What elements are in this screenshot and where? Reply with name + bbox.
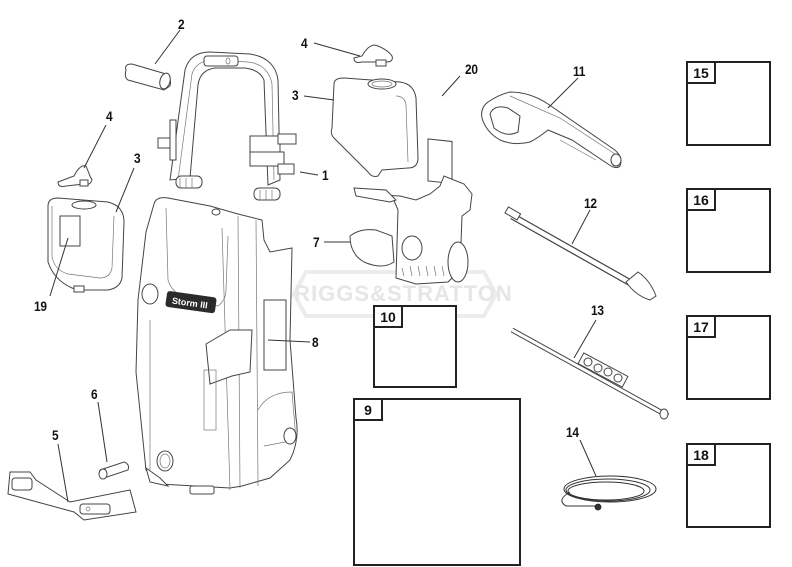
callout-4-left: 4 [106,108,113,124]
kit-label-17: 17 [686,315,716,338]
kit-box-16[interactable]: 16 [686,188,771,273]
kit-box-18[interactable]: 18 [686,443,771,528]
callout-13: 13 [591,302,604,318]
callout-20: 20 [465,61,478,77]
callout-11: 11 [573,63,586,79]
watermark-badge-outline [292,270,498,318]
brand-badge-text: Storm III [171,296,208,311]
part-tank-label[interactable] [59,215,81,247]
kit-box-15[interactable]: 15 [686,61,771,146]
kit-label-10: 10 [373,305,403,328]
leader-line-5 [57,443,69,503]
brand-badge [165,291,217,314]
callout-6: 6 [91,386,98,402]
part-high-pressure-hose[interactable] [561,475,657,511]
kit-box-9[interactable]: 9 [353,398,521,566]
part-handle[interactable] [157,51,297,201]
leader-line-14 [579,439,597,477]
part-gun-holder-bracket[interactable] [349,175,473,285]
callout-7: 7 [313,234,320,250]
leader-line-6 [97,401,108,463]
part-handle-grip[interactable] [124,63,172,91]
part-turbo-lance[interactable] [504,206,657,301]
leader-line-4-left [83,124,107,169]
leader-line-19 [49,237,69,297]
part-screw-anchor[interactable] [98,461,129,480]
leader-line-1 [299,171,319,176]
watermark: BRIGGS&STRATTON [277,270,512,318]
leader-line-3-right [303,95,335,101]
kit-label-16: 16 [686,188,716,211]
leader-line-13 [573,319,597,359]
part-tank-cap-left[interactable] [57,165,93,187]
leader-line-11 [547,77,579,109]
callout-4-right: 4 [301,35,308,51]
leader-line-8 [267,339,311,343]
callout-5: 5 [52,427,59,443]
callout-2: 2 [178,16,185,32]
part-detergent-tank-right[interactable] [330,77,419,177]
callout-3-left: 3 [134,150,141,166]
kit-label-9: 9 [353,398,383,421]
leader-line-20 [441,75,461,97]
part-nozzle-lance[interactable] [510,327,670,420]
leader-line-3-left [115,167,135,213]
part-detergent-tank-left[interactable] [47,197,125,293]
callout-8: 8 [312,334,319,350]
callout-14: 14 [566,424,579,440]
callout-19: 19 [34,298,47,314]
leader-line-4-right [313,42,361,57]
callout-12: 12 [584,195,597,211]
kit-box-17[interactable]: 17 [686,315,771,400]
part-base-foot[interactable] [7,471,137,521]
callout-1: 1 [322,167,329,183]
kit-box-10[interactable]: 10 [373,305,457,388]
watermark-text: BRIGGS&STRATTON [277,281,513,306]
kit-label-18: 18 [686,443,716,466]
leader-line-12 [571,209,591,245]
callout-3-right: 3 [292,87,299,103]
part-decal[interactable] [427,138,453,185]
part-main-housing[interactable]: Storm III [135,197,298,495]
part-spray-gun[interactable] [481,91,622,169]
kit-label-15: 15 [686,61,716,84]
leader-line-2 [154,29,181,65]
part-tank-cap-right[interactable] [353,44,393,67]
